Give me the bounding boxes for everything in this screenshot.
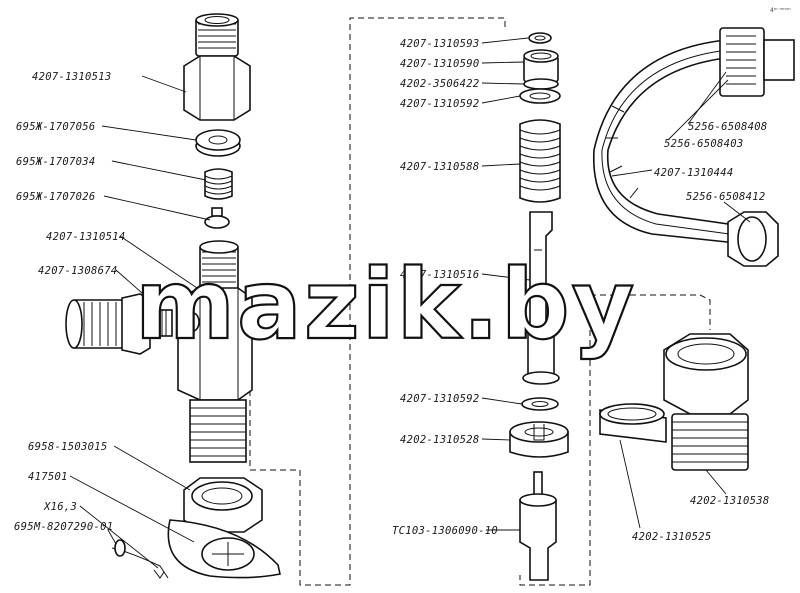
part-label: 4207-1310590 bbox=[400, 58, 479, 70]
leader-line bbox=[113, 445, 191, 491]
lock-washer-part bbox=[167, 519, 281, 579]
part-label: 5256-6508412 bbox=[686, 191, 765, 203]
leader-line bbox=[119, 235, 201, 291]
ring-part bbox=[528, 32, 552, 44]
part-label: 4202-1310528 bbox=[400, 434, 479, 446]
plunger-part bbox=[522, 211, 560, 385]
part-label: 4202-1310538 bbox=[690, 495, 769, 507]
pipe-nut-part bbox=[727, 211, 779, 267]
leader-line bbox=[481, 82, 525, 85]
leader-line bbox=[111, 160, 207, 181]
assembly-dashed-frame bbox=[249, 17, 506, 586]
leader-line bbox=[723, 201, 751, 223]
leader-line bbox=[481, 397, 523, 405]
leader-line bbox=[481, 61, 525, 64]
leader-line bbox=[667, 79, 729, 141]
pipe-end-fitting-part bbox=[719, 27, 795, 97]
part-label: 4207-1310588 bbox=[400, 161, 479, 173]
part-label: 695Ж-1707034 bbox=[16, 156, 95, 168]
part-label: 4207-1310592 bbox=[400, 393, 479, 405]
fitting-part bbox=[183, 13, 251, 121]
part-label: 695Ж-1707026 bbox=[16, 191, 95, 203]
leader-line bbox=[115, 269, 151, 301]
leader-line bbox=[687, 71, 727, 125]
part-label: 4207-1310592 bbox=[400, 98, 479, 110]
fuel-pipe-part bbox=[592, 39, 748, 245]
part-label: 4202-3506422 bbox=[400, 78, 479, 90]
washer-part bbox=[521, 397, 559, 411]
injector-body-part bbox=[177, 240, 253, 463]
assembly-dashed-frame bbox=[519, 300, 591, 586]
watermark-text: mazik.by bbox=[135, 249, 636, 361]
part-label: 695Ж-1707056 bbox=[16, 121, 95, 133]
part-label: 4207-1310444 bbox=[654, 167, 733, 179]
cup-part bbox=[523, 49, 559, 90]
washer-part bbox=[195, 129, 241, 157]
part-label: Х16,3 bbox=[43, 501, 77, 513]
leader-line bbox=[69, 475, 195, 543]
part-label: 4207-1310593 bbox=[400, 38, 479, 50]
leader-line bbox=[481, 438, 511, 441]
part-label: 4202-1310525 bbox=[632, 531, 711, 543]
part-label: 6958-1503015 bbox=[28, 441, 107, 453]
leader-line bbox=[705, 469, 727, 495]
part-label: 417501 bbox=[28, 471, 68, 483]
leader-line bbox=[481, 95, 521, 104]
washer-part bbox=[519, 88, 561, 104]
spring-part bbox=[519, 119, 561, 203]
seal-pin-part bbox=[111, 539, 169, 579]
leader-line bbox=[619, 439, 641, 529]
assembly-dashed-frame bbox=[590, 294, 711, 330]
part-label: 5256-6508408 bbox=[688, 121, 767, 133]
spring-part bbox=[204, 168, 233, 200]
sleeve-part bbox=[509, 421, 569, 458]
part-label: 4207-1308674 bbox=[38, 265, 117, 277]
part-label: 4207-1310516 bbox=[400, 269, 479, 281]
leader-line bbox=[481, 273, 531, 281]
leader-line bbox=[101, 125, 197, 141]
part-label: 5256-6508403 bbox=[664, 138, 743, 150]
leader-line bbox=[611, 169, 653, 177]
side-fitting-part bbox=[65, 293, 173, 355]
leader-line bbox=[141, 75, 187, 93]
union-nut-part bbox=[663, 333, 749, 471]
part-label: 695М-8207290-01 bbox=[14, 521, 113, 533]
leader-line bbox=[103, 195, 211, 221]
ring-part bbox=[599, 403, 667, 443]
leader-line bbox=[107, 529, 117, 545]
part-label: ТС103-1306090-10 bbox=[392, 525, 498, 537]
nozzle-part bbox=[519, 471, 557, 581]
leader-line bbox=[481, 37, 529, 44]
part-label: 4207-1310513 bbox=[32, 71, 111, 83]
part-label: 4207-1310514 bbox=[46, 231, 125, 243]
leader-line bbox=[481, 163, 521, 167]
valve-part bbox=[204, 207, 230, 229]
leader-line bbox=[79, 505, 159, 569]
corner-mark: 4ᵐ ᵐᵐᵐ bbox=[770, 7, 791, 14]
